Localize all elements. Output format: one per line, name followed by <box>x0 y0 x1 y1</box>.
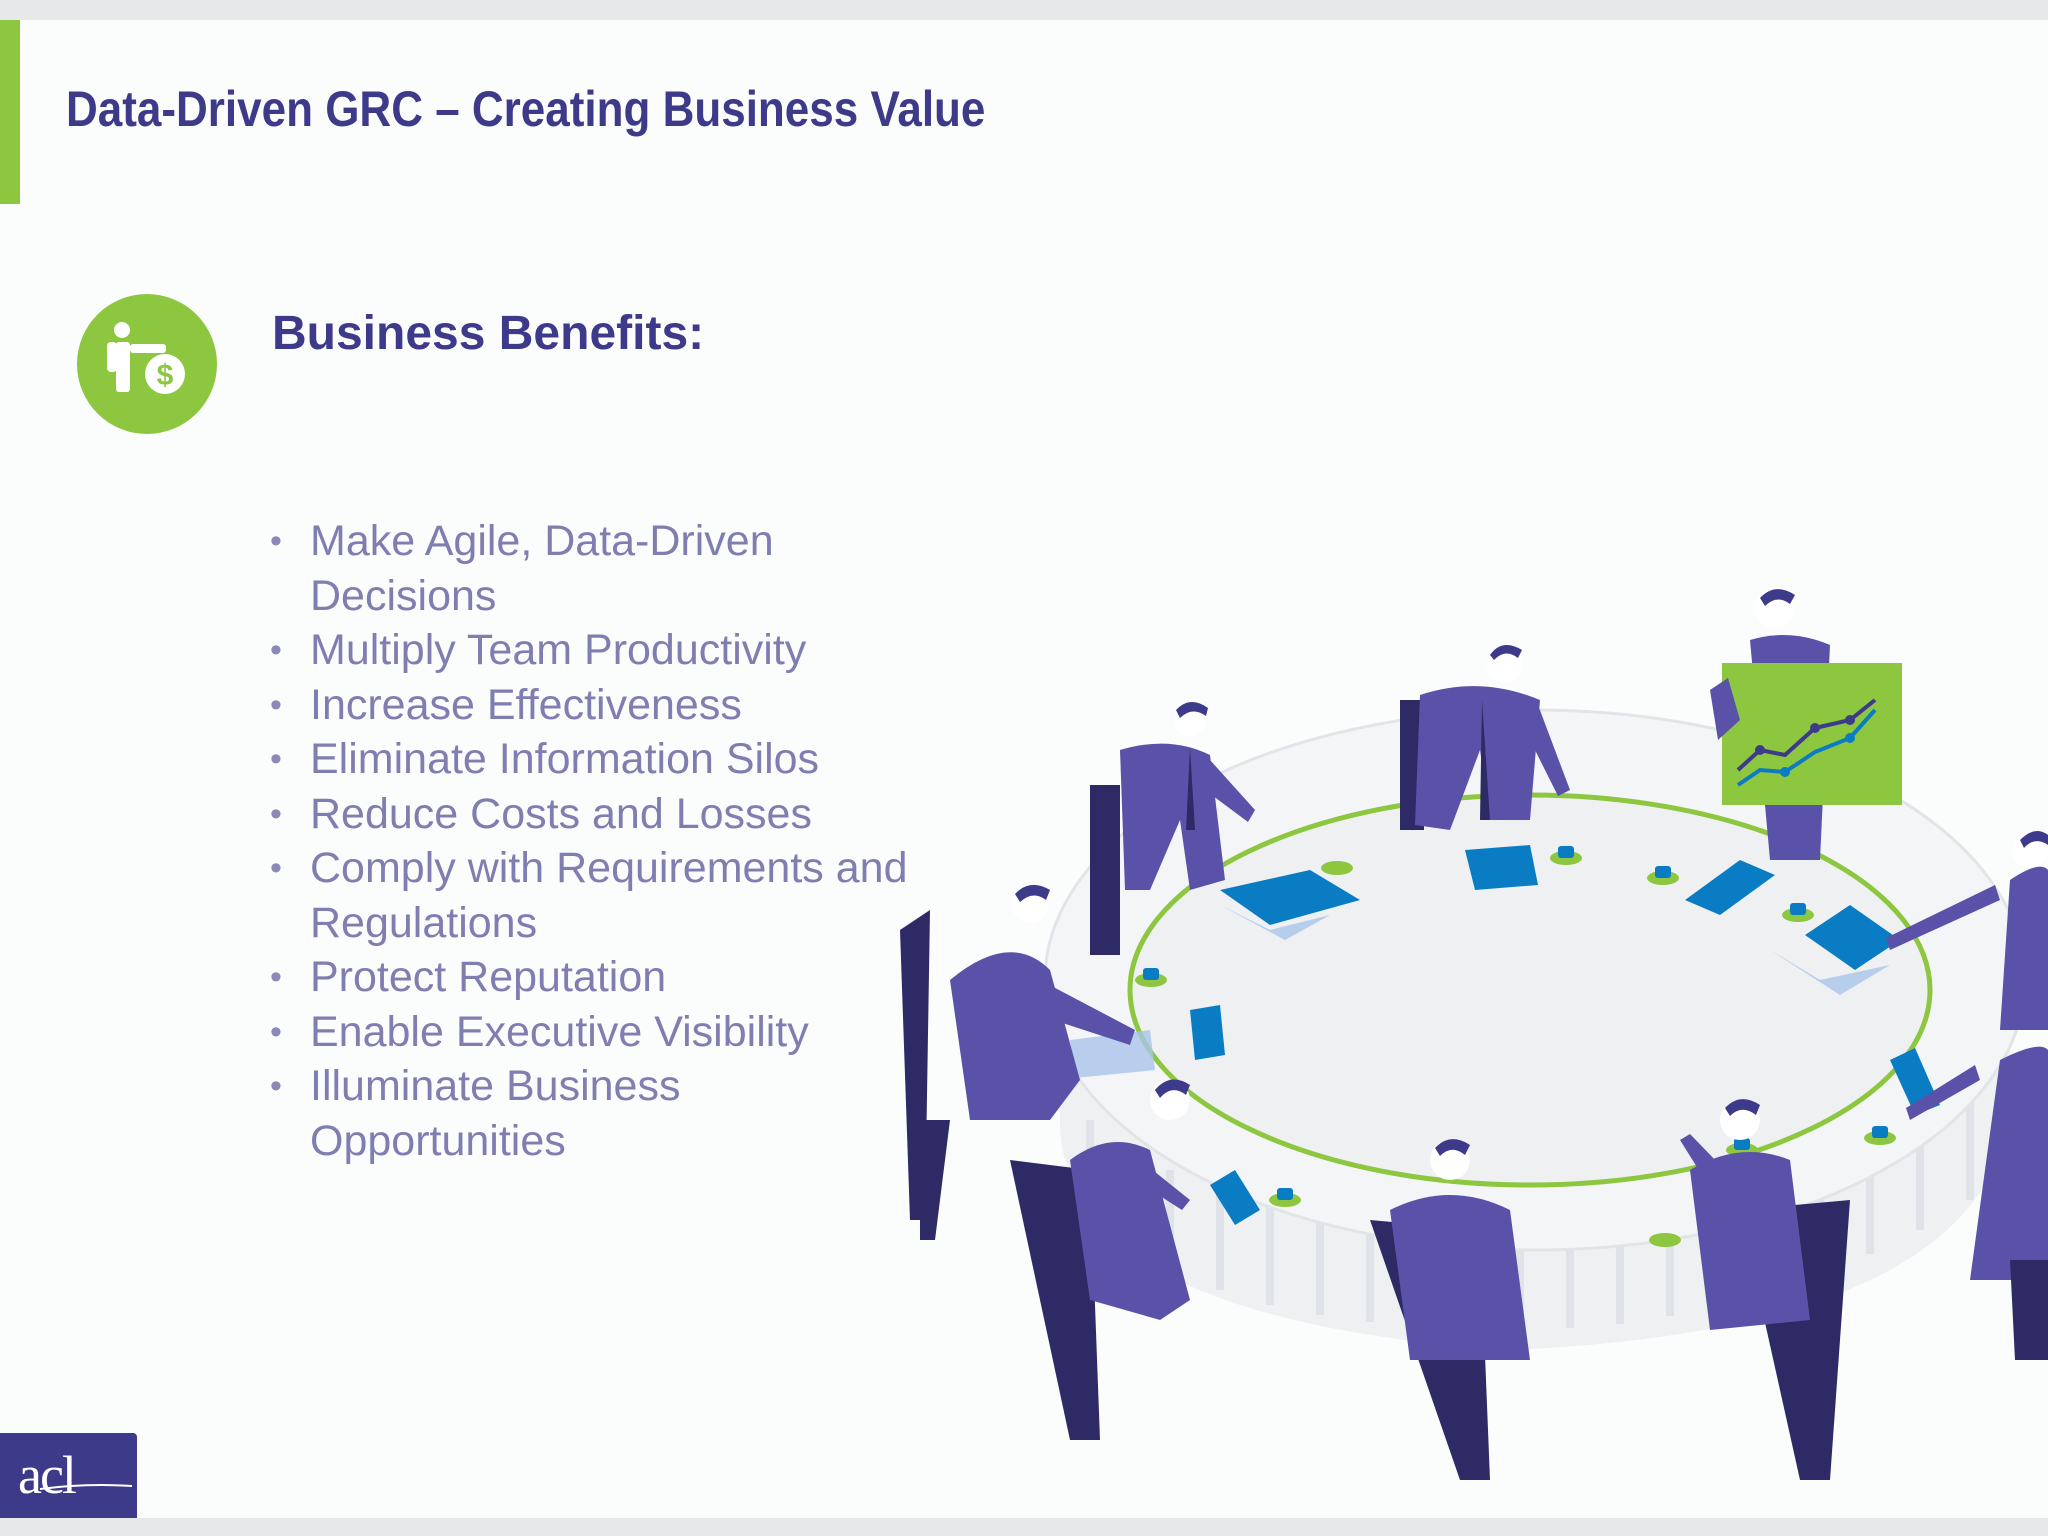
benefit-item: Protect Reputation <box>270 950 910 1005</box>
benefit-item: Make Agile, Data-Driven Decisions <box>270 514 910 623</box>
benefit-item: Reduce Costs and Losses <box>270 787 910 842</box>
benefit-item: Enable Executive Visibility <box>270 1005 910 1060</box>
benefit-item: Increase Effectiveness <box>270 678 910 733</box>
accent-bar <box>0 20 20 204</box>
section-heading: Business Benefits: <box>272 307 705 360</box>
benefit-item: Multiply Team Productivity <box>270 623 910 678</box>
slide-title: Data-Driven GRC – Creating Business Valu… <box>66 81 986 137</box>
slide: Data-Driven GRC – Creating Business Valu… <box>0 20 2048 1518</box>
benefit-item: Illuminate Business Opportunities <box>270 1059 910 1168</box>
benefit-item: Comply with Requirements and Regulations <box>270 841 910 950</box>
logo-swoosh <box>40 1484 132 1490</box>
svg-text:$: $ <box>157 359 174 392</box>
benefit-item: Eliminate Information Silos <box>270 732 910 787</box>
meeting-round-table-illustration <box>900 588 2048 1480</box>
logo-text: acl <box>18 1445 77 1505</box>
benefits-list: Make Agile, Data-Driven Decisions Multip… <box>270 514 910 1168</box>
acl-logo: acl <box>0 1433 137 1518</box>
presenter-dollar-icon: $ <box>77 294 217 434</box>
